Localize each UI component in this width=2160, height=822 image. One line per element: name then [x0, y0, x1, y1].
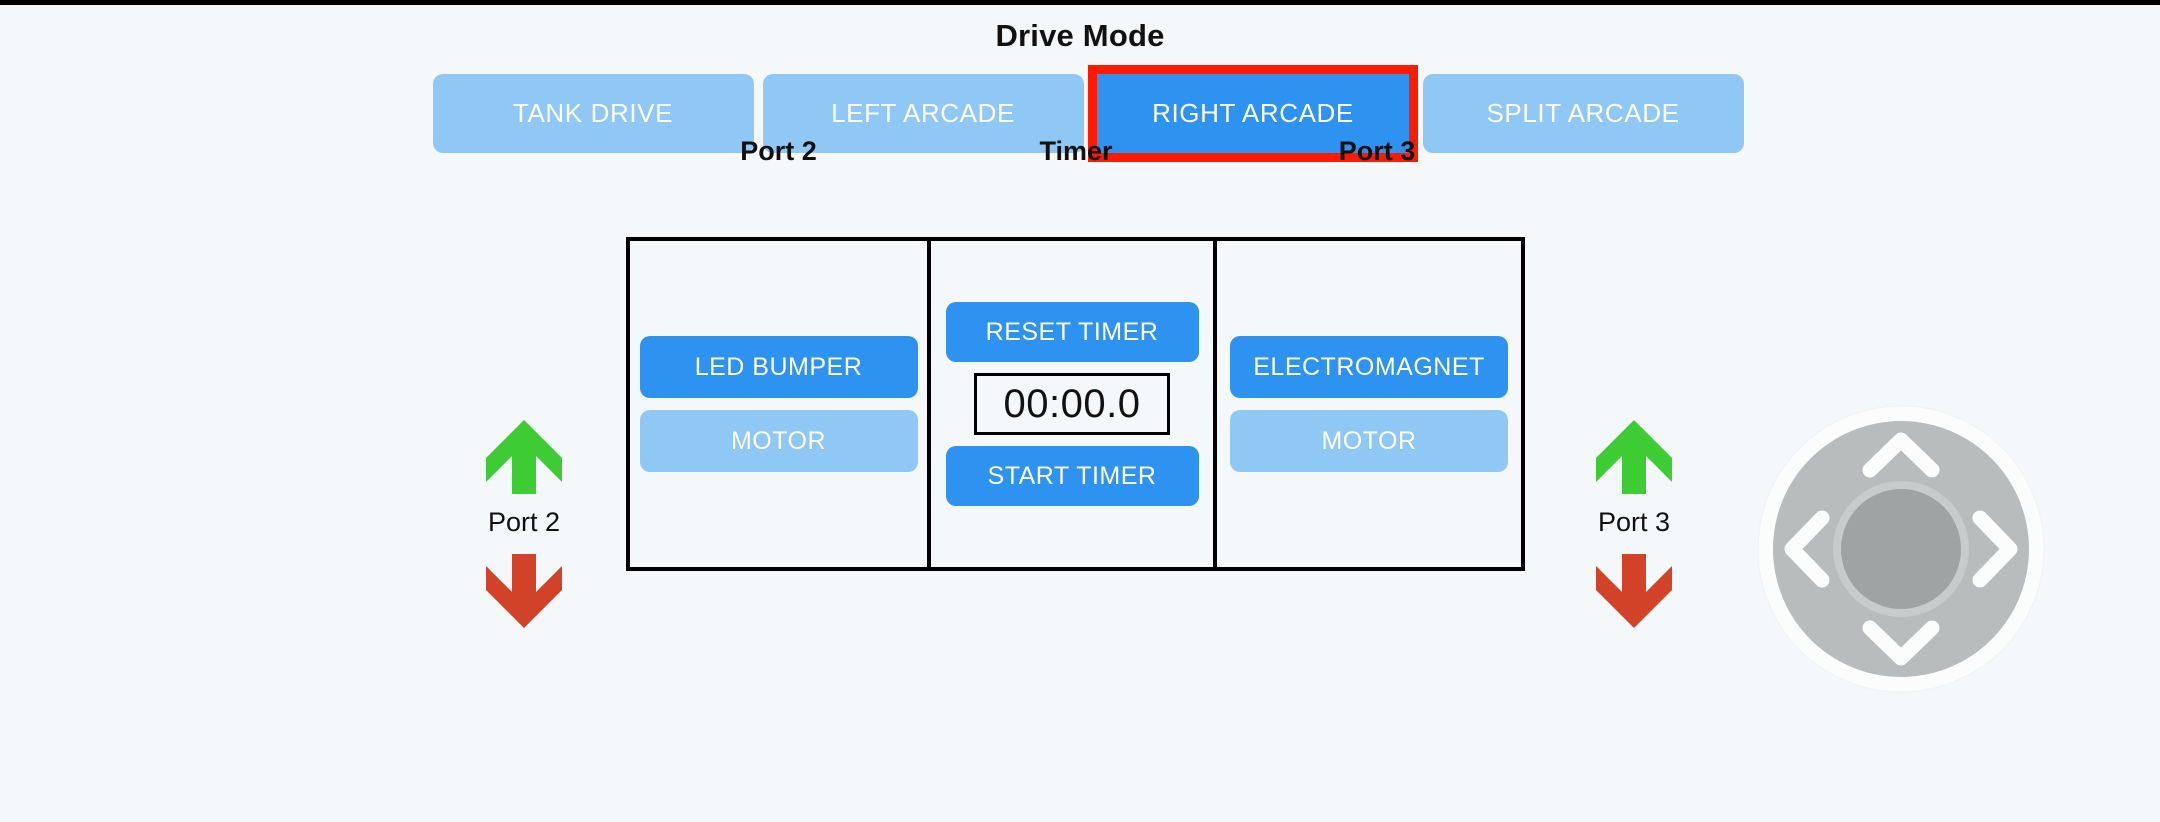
- port3-label: Port 3: [1597, 507, 1671, 537]
- dpad-joystick[interactable]: [1756, 404, 2046, 694]
- electromagnet-button[interactable]: ELECTROMAGNET: [1230, 336, 1508, 398]
- panel-port3: ELECTROMAGNET MOTOR: [1213, 237, 1525, 571]
- panel-timer: RESET TIMER 00:00.0 START TIMER: [927, 237, 1217, 571]
- drive-mode-button-right-arcade-label: RIGHT ARCADE: [1097, 74, 1409, 153]
- panel-timer-controls: RESET TIMER 00:00.0 START TIMER: [945, 302, 1199, 506]
- dpad-center-knob[interactable]: [1841, 489, 1961, 609]
- port3-arrow-control: Port 3: [1574, 420, 1694, 628]
- panel-group: LED BUMPER MOTOR RESET TIMER 00:00.0 STA…: [626, 237, 1525, 571]
- panel-port2: LED BUMPER MOTOR: [626, 237, 931, 571]
- arrow-down-red-icon[interactable]: [1596, 554, 1672, 628]
- port2-motor-button[interactable]: MOTOR: [639, 410, 918, 472]
- drive-mode-slot-1: LEFT ARCADE: [758, 74, 1088, 153]
- panel-heading-port2: Port 2: [740, 136, 817, 166]
- page-title: Drive Mode: [995, 18, 1165, 53]
- arrow-up-green-icon[interactable]: [486, 420, 562, 494]
- arrow-up-green-icon[interactable]: [1596, 420, 1672, 494]
- drive-mode-button-row: TANK DRIVE LEFT ARCADE RIGHT ARCADE SPLI…: [428, 65, 1748, 162]
- drive-mode-button-left-arcade[interactable]: LEFT ARCADE: [762, 74, 1084, 153]
- drive-mode-button-right-arcade[interactable]: RIGHT ARCADE: [1088, 65, 1418, 162]
- chevron-right-icon[interactable]: [1972, 510, 2018, 588]
- drive-mode-button-split-arcade[interactable]: SPLIT ARCADE: [1422, 74, 1744, 153]
- panel-port2-buttons: LED BUMPER MOTOR: [639, 336, 918, 472]
- top-black-bar: [0, 0, 2160, 5]
- port2-label: Port 2: [487, 507, 561, 537]
- led-bumper-button[interactable]: LED BUMPER: [639, 336, 918, 398]
- panel-heading-row: Port 2 Timer Port 3: [626, 136, 1533, 167]
- drive-mode-button-tank-drive[interactable]: TANK DRIVE: [432, 74, 754, 153]
- drive-mode-slot-2: RIGHT ARCADE: [1088, 65, 1418, 162]
- arrow-down-red-icon[interactable]: [486, 554, 562, 628]
- panel-heading-port3: Port 3: [1338, 136, 1416, 166]
- drive-mode-slot-0: TANK DRIVE: [428, 74, 758, 153]
- panel-heading-timer: Timer: [1039, 136, 1113, 166]
- chevron-down-icon[interactable]: [1862, 620, 1940, 666]
- reset-timer-button[interactable]: RESET TIMER: [945, 302, 1199, 362]
- timer-display: 00:00.0: [974, 373, 1170, 435]
- chevron-up-icon[interactable]: [1862, 432, 1940, 478]
- port3-motor-button[interactable]: MOTOR: [1230, 410, 1508, 472]
- chevron-left-icon[interactable]: [1784, 510, 1830, 588]
- port2-arrow-control: Port 2: [464, 420, 584, 628]
- panel-port3-buttons: ELECTROMAGNET MOTOR: [1230, 336, 1508, 472]
- start-timer-button[interactable]: START TIMER: [945, 446, 1199, 506]
- drive-mode-slot-3: SPLIT ARCADE: [1418, 74, 1748, 153]
